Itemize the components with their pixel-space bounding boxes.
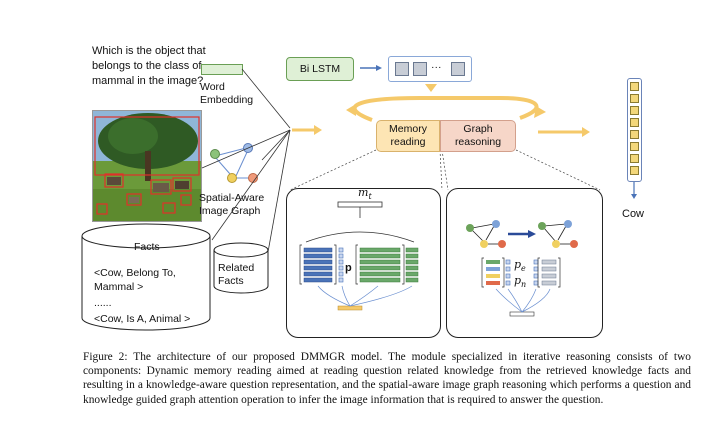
graph-symbol-pn-text: p (514, 274, 522, 287)
answer-vector (627, 78, 642, 182)
fact-item-1: <Cow, Belong To, Mammal > (94, 267, 176, 293)
question-text: Which is the object that belongs to the … (92, 45, 206, 87)
lstm-cell (451, 62, 465, 76)
graph-symbol-pe: pe (514, 258, 526, 273)
graph-reasoning-block: Graph reasoning (440, 120, 516, 152)
fact-item-2: ...... (94, 297, 112, 309)
connector-lines (201, 65, 637, 253)
spatial-graph-label: Spatial-Aware Image Graph (199, 192, 265, 217)
graph-symbol-pe-sub: e (521, 264, 526, 274)
graph-reasoning-diagram (466, 220, 578, 317)
memory-symbol-m-text: m (358, 186, 369, 199)
facts-title: Facts (134, 241, 160, 253)
memory-reading-diagram (299, 201, 419, 311)
memory-reading-block: Memory reading (376, 120, 440, 152)
lstm-states: ··· (388, 56, 472, 82)
lstm-cell (395, 62, 409, 76)
figure-caption: Figure 2: The architecture of our propos… (83, 351, 691, 406)
lstm-ellipsis: ··· (431, 61, 442, 73)
scene-image (92, 110, 202, 222)
graph-symbol-pn: pn (514, 274, 526, 289)
related-facts-label: Related Facts (218, 262, 255, 287)
lstm-cell (413, 62, 427, 76)
bilstm-block: Bi LSTM (286, 57, 354, 81)
memory-symbol-p: p (345, 262, 352, 274)
graph-symbol-pn-sub: n (521, 280, 527, 290)
spatial-graph-icon (210, 143, 258, 183)
graph-symbol-pe-text: p (514, 258, 522, 271)
memory-symbol-m: mt (358, 186, 372, 201)
word-embedding-label: Word Embedding (200, 81, 254, 106)
fact-item-3: <Cow, Is A, Animal > (94, 313, 191, 325)
related-facts-database (213, 242, 269, 294)
answer-label: Cow (622, 208, 645, 220)
facts-database (81, 223, 211, 331)
memory-symbol-t-text: t (368, 192, 372, 202)
